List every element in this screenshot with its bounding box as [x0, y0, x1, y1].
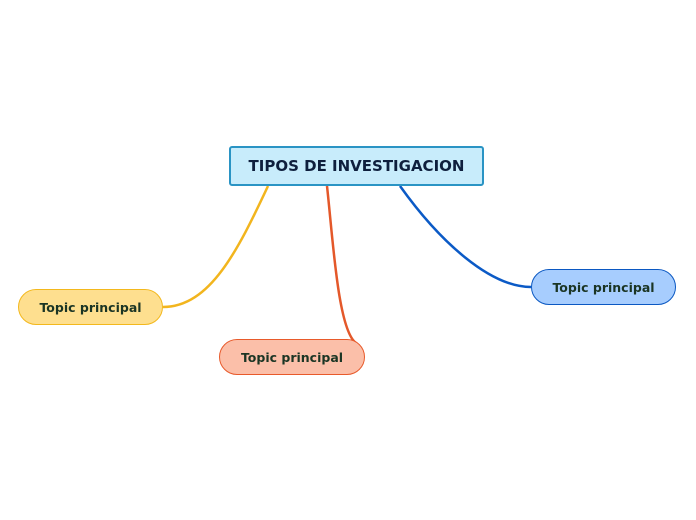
- main-topic-yellow[interactable]: Topic principal: [18, 289, 163, 325]
- connector-line-yellow: [162, 185, 270, 309]
- connector-line-blue: [398, 185, 532, 289]
- main-topic-blue[interactable]: Topic principal: [531, 269, 676, 305]
- main-topic-label: Topic principal: [240, 349, 344, 365]
- central-topic[interactable]: TIPOS DE INVESTIGACION: [229, 146, 484, 186]
- connector-line-red: [325, 185, 357, 345]
- main-topic-red[interactable]: Topic principal: [219, 339, 365, 375]
- main-topic-label: Topic principal: [552, 279, 655, 295]
- main-topic-label: Topic principal: [39, 299, 142, 315]
- central-topic-label: TIPOS DE INVESTIGACION: [248, 157, 465, 175]
